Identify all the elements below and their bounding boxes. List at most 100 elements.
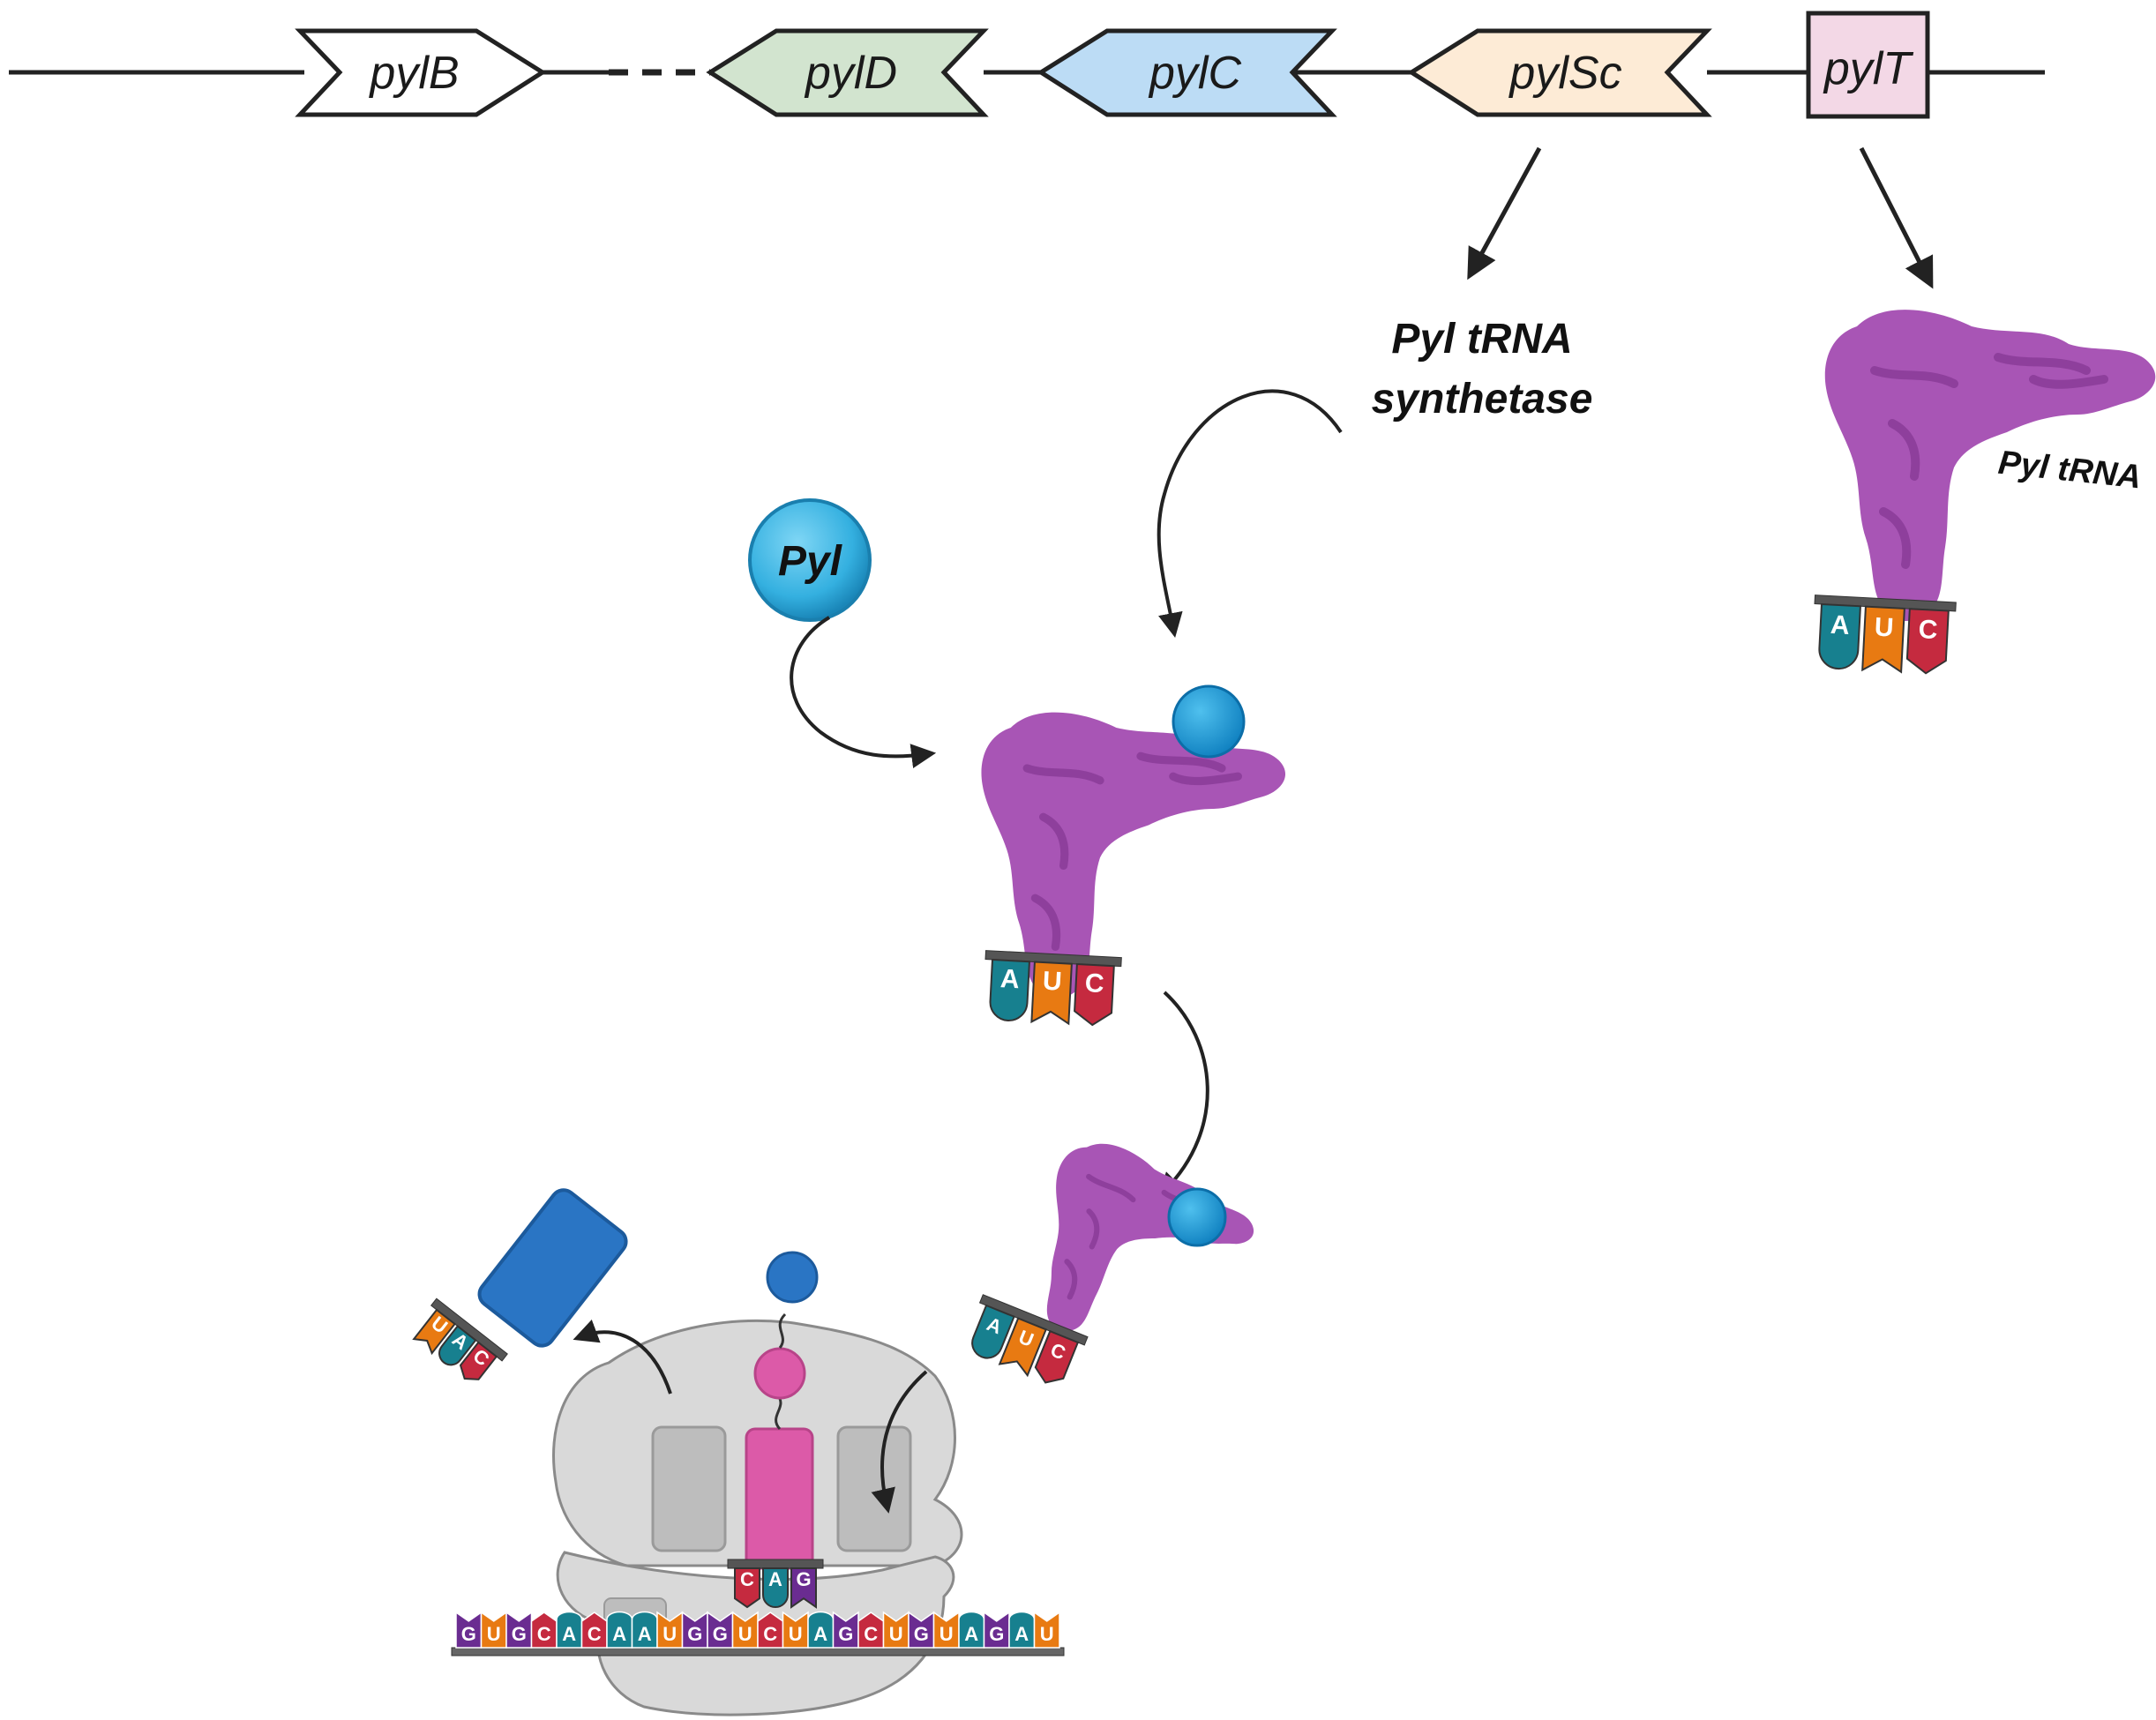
peptide-residue-pink [753,1347,806,1400]
exiting-trna-anticodon: UAC [412,1297,508,1380]
mrna-letter: A [612,1623,626,1645]
mrna-nucleotide-C [757,1612,784,1649]
gene-label-pylC: pylC [1148,48,1241,99]
pyl-amino-acid: Pyl [748,498,872,622]
mrna-letter: G [989,1623,1004,1645]
nucleotide-U [412,1308,456,1356]
mrna-backbone [451,1647,1065,1656]
nucleotide-letter: C [1084,968,1104,998]
arrow-charged-to-delivery [1157,991,1209,1198]
nucleotide-letter: A [1830,610,1850,640]
gene-pylB: pylB [295,28,547,117]
mrna-nucleotide-G [983,1611,1010,1649]
nucleotide-A [971,1304,1015,1359]
mrna-nucleotide-U [782,1611,809,1649]
mrna-letter: A [1014,1623,1029,1645]
mrna-nucleotide-A [556,1611,583,1649]
nucleotide-C [1034,1329,1080,1384]
gene-label-pylD: pylD [804,48,897,99]
nucleotide-letter: A [999,964,1020,994]
delivery-trna-anticodon: AUC [971,1294,1089,1384]
charged-trna-amino-ball [1172,684,1246,759]
nucleotide-letter: C [740,1568,754,1590]
mrna-letter: C [763,1623,777,1645]
mrna-nucleotide-G [908,1611,935,1649]
gene-pylD: pylD [706,28,989,117]
synthetase-label-line2: synthetase [1372,376,1593,423]
pyl-label: Pyl [778,538,843,585]
gene-label-pylSc: pylSc [1508,48,1621,99]
arrow-into-a-site [871,1370,928,1514]
mrna-letter: A [813,1623,827,1645]
nucleotide-A [762,1567,789,1608]
mrna-letter: U [738,1623,752,1645]
mrna-nucleotide-C [580,1612,608,1649]
gene-pylSc: pylSc [1407,28,1712,117]
expression-arrows [1467,146,1934,289]
synthetase-label: Pyl tRNA synthetase [1372,316,1593,423]
nucleotide-U [1030,961,1073,1026]
nucleotide-U [1861,605,1905,674]
exiting-trna-body [477,1188,628,1348]
mrna-nucleotide-G [455,1611,483,1649]
nucleotide-A [989,958,1030,1022]
mrna-letter: G [914,1623,929,1645]
mrna-letter: G [838,1623,853,1645]
peptide-residue-blue [766,1251,819,1304]
mrna-nucleotide-G [505,1611,533,1649]
arrow-pylSc-to-synthetase [1467,146,1542,280]
gene-cluster: pylB pylD pylC pylSc pylT [9,11,2045,119]
gene-pylC: pylC [1037,28,1337,117]
mrna-nucleotide-U [882,1611,910,1649]
nucleotide-C [734,1567,760,1609]
mrna-letter: A [562,1623,576,1645]
arrow-pyl-to-trna [790,616,937,768]
mrna-letter: A [638,1623,652,1645]
mrna-letter: G [713,1623,728,1645]
peptidyl-trna-body [745,1427,814,1570]
mrna-letter: U [663,1623,677,1645]
mrna-nucleotide-U [1033,1611,1060,1649]
nucleotide-U [998,1317,1047,1378]
mrna-nucleotide-C [530,1612,558,1649]
ribosome-site-e [651,1425,727,1552]
nucleotide-C [459,1341,498,1380]
nucleotide-letter: C [1918,615,1938,645]
mrna-nucleotide-U [731,1611,759,1649]
mrna-letter: U [789,1623,803,1645]
mrna-nucleotide-G [707,1611,734,1649]
arrow-pylT-to-trna [1859,146,1934,289]
nucleotide-C [1074,962,1115,1027]
synthetase-label-line1: Pyl tRNA [1391,316,1572,363]
nucleotide-A [438,1325,477,1366]
gene-label-pylB: pylB [368,48,459,99]
mrna-letter: G [461,1623,476,1645]
nucleotide-letter: U [1874,613,1894,643]
ribosome-site-a [836,1425,912,1552]
nucleotide-letter: U [1042,967,1062,997]
gene-label-pylT: pylT [1823,43,1913,94]
exiting-trna [477,1188,628,1348]
mrna-letter: C [588,1623,602,1645]
nucleotide-A [1818,602,1861,670]
anticodon-backbone [727,1559,824,1569]
mrna-nucleotide-C [857,1612,885,1649]
mrna-nucleotide-U [932,1611,960,1649]
nucleotide-letter: G [796,1568,811,1590]
mrna-letter: A [964,1623,978,1645]
arrow-synthetase-to-charged-trna [1157,389,1343,638]
delivery-trna-amino-ball [1167,1187,1227,1247]
mrna-letter: C [864,1623,878,1645]
gene-pylT: pylT [1806,11,1930,119]
nucleotide-C [1905,608,1950,675]
trna-label: Pyl tRNA [1996,445,2143,497]
mrna-letter: U [889,1623,903,1645]
mrna-letter: G [687,1623,702,1645]
mrna-nucleotide-U [480,1611,507,1649]
mrna-letter: U [940,1623,954,1645]
arrow-exit-e-site [573,1320,672,1395]
